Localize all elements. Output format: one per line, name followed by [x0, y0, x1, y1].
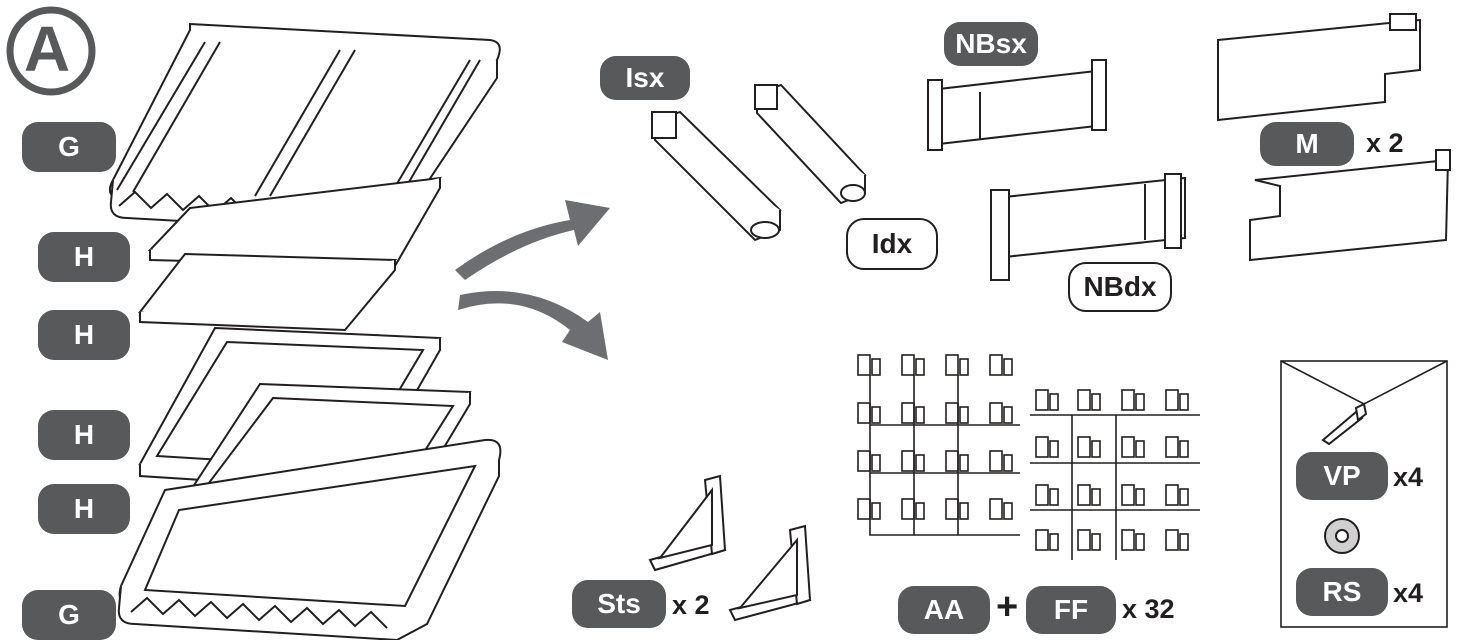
label-h-3: H — [38, 410, 130, 460]
label-aa: AA — [898, 586, 990, 634]
label-vp: VP — [1296, 452, 1388, 500]
qty-sts: x 2 — [672, 590, 710, 620]
beam-idx-drawing — [754, 83, 867, 205]
label-ff: FF — [1026, 586, 1116, 634]
bracket-nbsx-drawing — [927, 59, 1107, 151]
label-sts: Sts — [572, 580, 666, 628]
bracket-nbdx-drawing — [990, 173, 1186, 281]
beam-isx-drawing — [651, 110, 782, 242]
label-g-top: G — [22, 122, 116, 172]
bottom-panel-g — [117, 438, 502, 640]
label-isx: Isx — [600, 56, 690, 100]
label-nbdx: NBdx — [1068, 262, 1172, 312]
label-h-2: H — [38, 310, 130, 360]
frame-h-2 — [138, 252, 398, 332]
exploded-stack-drawing — [109, 22, 502, 640]
step-circle-icon — [6, 6, 96, 96]
qty-vp: x4 — [1393, 462, 1424, 492]
bracket-sts-drawing — [648, 474, 812, 622]
screw-icon — [1321, 402, 1368, 446]
label-h-4: H — [38, 484, 130, 534]
label-h-1: H — [38, 232, 130, 282]
label-m: M — [1260, 122, 1354, 166]
plate-m-drawing — [1217, 13, 1451, 262]
plus-sign: + — [996, 586, 1019, 628]
clip-grid-drawing — [857, 354, 1200, 560]
label-rs: RS — [1296, 568, 1388, 616]
washer-icon — [1324, 518, 1360, 554]
arrow-icon — [455, 200, 610, 360]
qty-rs: x4 — [1393, 578, 1424, 608]
qty-m: x 2 — [1366, 128, 1404, 158]
label-g-bottom: G — [22, 590, 116, 640]
label-nbsx: NBsx — [944, 22, 1038, 66]
step-letter: A — [23, 13, 71, 85]
qty-aa-ff: x 32 — [1122, 594, 1175, 624]
label-idx: Idx — [846, 218, 938, 270]
